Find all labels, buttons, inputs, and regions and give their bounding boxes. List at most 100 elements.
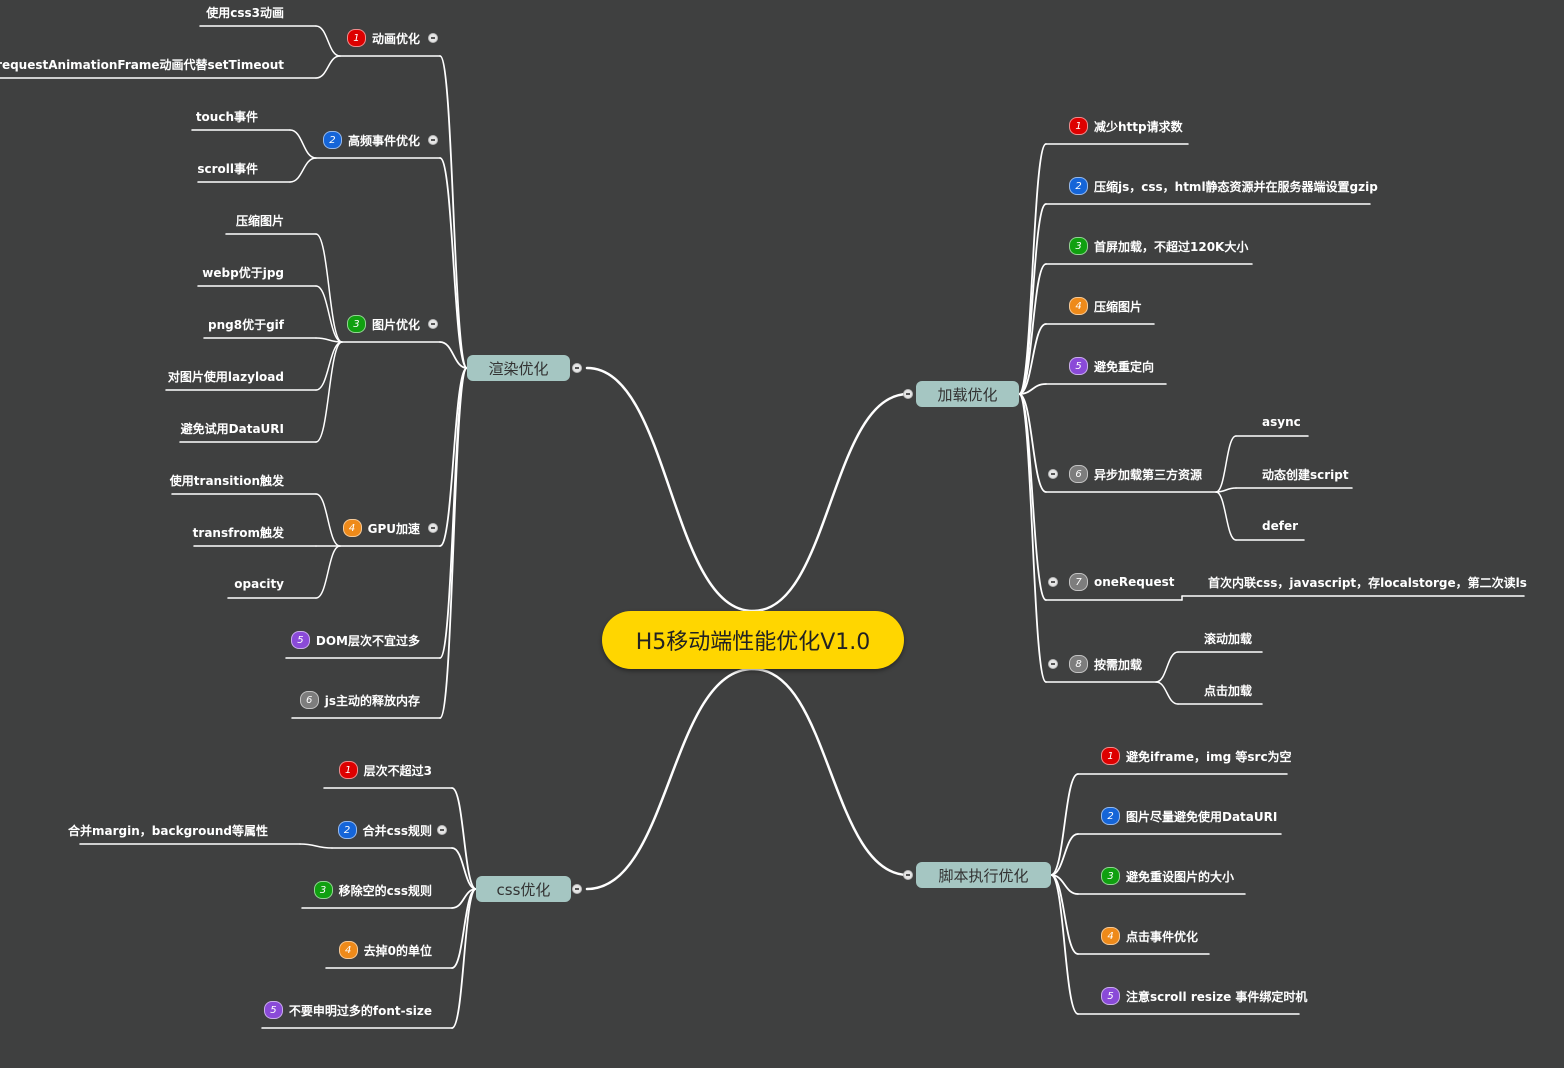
topic-label: 避免iframe，img 等src为空 — [1126, 749, 1292, 764]
topic-label: 使用transition触发 — [169, 473, 284, 488]
load-item-5[interactable]: 5 避免重定向 — [1069, 356, 1154, 376]
branch-script-optimization[interactable]: 脚本执行优化 — [916, 862, 1051, 888]
topic-label: defer — [1262, 519, 1299, 533]
render-leaf-3-5[interactable]: 避免试用DataURI — [181, 418, 284, 438]
render-leaf-1-2[interactable]: 使用requestAnimationFrame动画代替setTimeout — [0, 54, 284, 74]
render-item-4-collapse-icon[interactable] — [428, 523, 438, 533]
topic-label: 避免重定向 — [1094, 359, 1155, 374]
connector-line — [1050, 874, 1079, 1015]
branch-render-optimization[interactable]: 渲染优化 — [467, 355, 570, 381]
render-item-1[interactable]: 1 动画优化 — [346, 28, 420, 48]
connector-line — [315, 341, 343, 391]
branch-render-collapse-icon[interactable] — [572, 363, 582, 373]
priority-badge-icon: 8 — [1069, 655, 1088, 673]
load-item-8-collapse-icon[interactable] — [1048, 659, 1058, 669]
priority-badge-icon: 4 — [338, 941, 358, 959]
connector-line — [299, 843, 333, 849]
render-leaf-4-1[interactable]: 使用transition触发 — [170, 470, 284, 490]
priority-badge-icon: 5 — [1069, 357, 1088, 375]
topic-label: transfrom触发 — [192, 525, 284, 540]
load-leaf-8-2[interactable]: 点击加载 — [1204, 680, 1252, 700]
priority-badge-icon: 6 — [299, 691, 319, 709]
topic-label: 点击加载 — [1204, 683, 1253, 698]
topic-label: 点击事件优化 — [1126, 929, 1199, 944]
branch-script-collapse-icon[interactable] — [903, 870, 913, 880]
load-leaf-6-2[interactable]: 动态创建script — [1262, 464, 1349, 484]
render-leaf-3-4[interactable]: 对图片使用lazyload — [168, 366, 284, 386]
connector-line — [439, 55, 468, 369]
load-leaf-6-1[interactable]: async — [1262, 412, 1301, 432]
load-item-6-collapse-icon[interactable] — [1048, 469, 1058, 479]
css-item-2-collapse-icon[interactable] — [437, 825, 447, 835]
render-item-2-collapse-icon[interactable] — [428, 135, 438, 145]
render-item-3-collapse-icon[interactable] — [428, 319, 438, 329]
branch-load-optimization[interactable]: 加载优化 — [916, 381, 1019, 407]
connector-line — [1018, 393, 1047, 683]
priority-badge-icon: 2 — [322, 131, 342, 149]
load-item-7[interactable]: 7 oneRequest — [1069, 572, 1174, 592]
render-leaf-4-2[interactable]: transfrom触发 — [193, 522, 284, 542]
load-leaf-7-1[interactable]: 首次内联css，javascript，存localstorge，第二次读ls — [1208, 572, 1527, 592]
load-item-4[interactable]: 4 压缩图片 — [1069, 296, 1142, 316]
render-leaf-4-3[interactable]: opacity — [234, 574, 284, 594]
priority-badge-icon: 1 — [346, 29, 366, 47]
connector-line — [315, 341, 343, 443]
topic-label: oneRequest — [1094, 575, 1175, 589]
load-item-7-collapse-icon[interactable] — [1048, 577, 1058, 587]
render-leaf-2-2[interactable]: scroll事件 — [197, 158, 258, 178]
render-leaf-3-2[interactable]: webp优于jpg — [202, 262, 284, 282]
render-leaf-3-1[interactable]: 压缩图片 — [236, 210, 284, 230]
connector-line — [315, 337, 343, 343]
branch-css-collapse-icon[interactable] — [572, 884, 582, 894]
css-leaf-2-1[interactable]: 合并margin，background等属性 — [68, 820, 268, 840]
connector-line — [1018, 323, 1047, 395]
connector-line — [315, 55, 341, 79]
priority-badge-icon: 7 — [1069, 573, 1088, 591]
topic-label: 层次不超过3 — [363, 763, 432, 778]
topic-label: 对图片使用lazyload — [167, 369, 284, 384]
priority-badge-icon: 3 — [313, 881, 333, 899]
priority-badge-icon: 3 — [1101, 867, 1120, 885]
topic-label: png8优于gif — [208, 317, 284, 332]
connector-line — [315, 25, 341, 57]
connector-line — [1018, 383, 1047, 395]
topic-label: 合并margin，background等属性 — [68, 823, 268, 838]
priority-badge-icon: 1 — [1069, 117, 1088, 135]
priority-badge-icon: 2 — [337, 821, 357, 839]
render-leaf-1-1[interactable]: 使用css3动画 — [206, 2, 284, 22]
render-item-1-collapse-icon[interactable] — [428, 33, 438, 43]
render-leaf-2-1[interactable]: touch事件 — [196, 106, 258, 126]
load-leaf-8-1[interactable]: 滚动加载 — [1204, 628, 1252, 648]
branch-css-optimization[interactable]: css优化 — [476, 876, 571, 902]
topic-label: 动画优化 — [371, 31, 420, 46]
priority-badge-icon: 4 — [1069, 297, 1088, 315]
branch-load-collapse-icon[interactable] — [903, 389, 913, 399]
topic-label: touch事件 — [195, 109, 258, 124]
load-leaf-6-3[interactable]: defer — [1262, 516, 1298, 536]
topic-label: 压缩图片 — [1094, 299, 1143, 314]
root-topic[interactable]: H5移动端性能优化V1.0 — [602, 611, 904, 669]
connector-line — [315, 545, 341, 599]
render-leaf-3-3[interactable]: png8优于gif — [208, 314, 284, 334]
priority-badge-icon: 5 — [290, 631, 310, 649]
